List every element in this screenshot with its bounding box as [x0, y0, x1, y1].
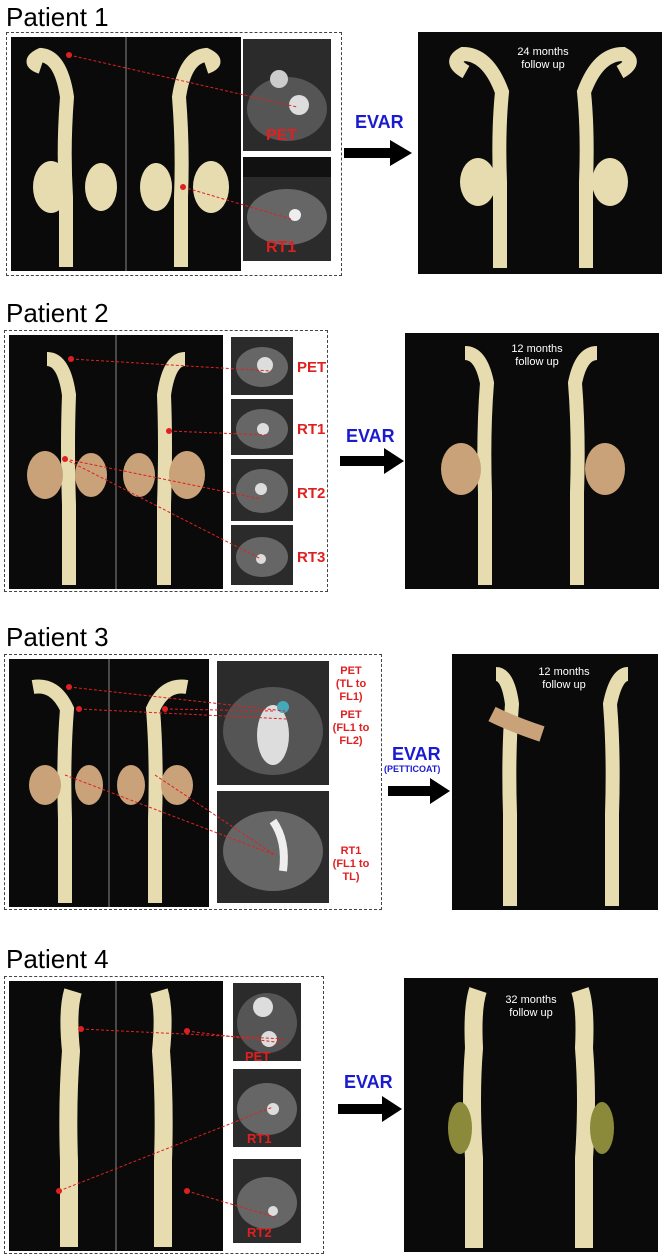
label-line-2: (FL1 to FL2) — [332, 722, 370, 747]
followup-line-1: 24 months — [517, 46, 569, 58]
patient-1-ct-pet — [243, 39, 331, 151]
patient-1-label-pet: PET — [266, 127, 298, 144]
patient-4-pre-panel: PET RT1 RT2 — [4, 976, 324, 1254]
patient-1-3d-render — [11, 37, 241, 271]
followup-line-2: follow up — [515, 356, 559, 368]
patient-3-leader-lines — [64, 686, 288, 856]
patient-2-label-rt3: RT3 — [297, 549, 326, 566]
followup-line-1: 12 months — [511, 343, 563, 355]
label-line-2: (TL to FL1) — [335, 678, 367, 703]
aorta-3d-image — [56, 981, 190, 1251]
patient-2-arrow-icon — [340, 448, 404, 474]
patient-2-3d-render — [9, 335, 223, 589]
patient-4-label-rt1: RT1 — [247, 1131, 272, 1146]
aorta-stent-image — [441, 346, 625, 585]
patient-4-label-rt2: RT2 — [247, 1225, 272, 1240]
patient-2-label-rt2: RT2 — [297, 485, 326, 502]
aorta-stent-image — [488, 667, 630, 906]
patient-1-pre-panel: PET RT1 — [6, 32, 342, 276]
patient-2-ct-rt1 — [231, 399, 293, 455]
patient-3-followup: 12 months follow up — [532, 666, 596, 692]
patient-3-evar: EVAR — [392, 744, 441, 764]
patient-2-label-pet: PET — [297, 359, 327, 376]
patient-2-label-rt1: RT1 — [297, 421, 326, 438]
patient-4-ct-rt2 — [233, 1159, 301, 1243]
label-line-2: (FL1 to TL) — [332, 858, 370, 883]
patient-3-post-render: 12 months follow up — [452, 654, 658, 910]
followup-line-2: follow up — [509, 1007, 553, 1019]
patient-3-label-pet-1: PET (TL to FL1) — [323, 665, 379, 704]
patient-4-post-render: 32 months follow up — [404, 978, 658, 1252]
followup-line-1: 32 months — [505, 994, 557, 1006]
patient-3-ct-rt1 — [217, 791, 329, 903]
patient-2-pre-panel: PET RT1 RT2 RT3 — [4, 330, 328, 592]
patient-2-ct-rt3 — [231, 525, 293, 585]
patient-4-ct-rt1 — [233, 1069, 301, 1147]
patient-2-title: Patient 2 — [6, 298, 109, 328]
patient-3-title: Patient 3 — [6, 622, 109, 652]
patient-4-label-pet: PET — [245, 1049, 271, 1064]
patient-2-ct-pet — [231, 337, 293, 395]
patient-3-label-rt1: RT1 (FL1 to TL) — [323, 845, 379, 884]
patient-2-evar: EVAR — [346, 426, 395, 446]
followup-line-1: 12 months — [538, 666, 590, 678]
patient-3-ct-pet — [217, 661, 329, 785]
patient-3-arrow-icon — [388, 778, 450, 804]
patient-2-followup: 12 months follow up — [507, 343, 567, 369]
followup-line-2: follow up — [542, 679, 586, 691]
patient-1-label-rt1: RT1 — [266, 239, 297, 256]
patient-1-evar: EVAR — [355, 112, 404, 132]
patient-4-leader-lines — [58, 1028, 286, 1218]
patient-3-3d-render — [9, 659, 209, 907]
patient-4-ct-pet — [233, 983, 301, 1061]
label-line-1: PET — [340, 665, 362, 677]
patient-4-followup: 32 months follow up — [498, 994, 564, 1020]
patient-1-title: Patient 1 — [6, 2, 109, 32]
aorta-stent-image — [449, 46, 637, 268]
aorta-3d-image — [27, 335, 205, 589]
patient-4-arrow-icon — [338, 1096, 402, 1122]
patient-4-3d-render — [9, 981, 223, 1251]
patient-3-evar-sub: (PETTICOAT) — [384, 764, 441, 774]
label-line-1: RT1 — [340, 845, 362, 857]
patient-2-leader-lines — [64, 358, 272, 560]
patient-1-leader-lines — [68, 54, 298, 220]
patient-4-title: Patient 4 — [6, 944, 109, 974]
followup-line-2: follow up — [521, 59, 565, 71]
patient-3-pre-panel: PET (TL to FL1) PET (FL1 to FL2) RT1 (FL… — [4, 654, 382, 910]
patient-2-ct-rt2 — [231, 459, 293, 521]
patient-1-post-render: 24 months follow up — [418, 32, 662, 274]
patient-3-label-pet-2: PET (FL1 to FL2) — [323, 709, 379, 748]
patient-1-followup: 24 months follow up — [513, 46, 573, 72]
patient-1-arrow-icon — [344, 140, 412, 166]
patient-2-post-render: 12 months follow up — [405, 333, 659, 589]
aorta-stent-image — [448, 987, 614, 1248]
patient-4-evar: EVAR — [344, 1072, 393, 1092]
label-line-1: PET — [340, 709, 362, 721]
aorta-3d-image — [26, 37, 229, 271]
